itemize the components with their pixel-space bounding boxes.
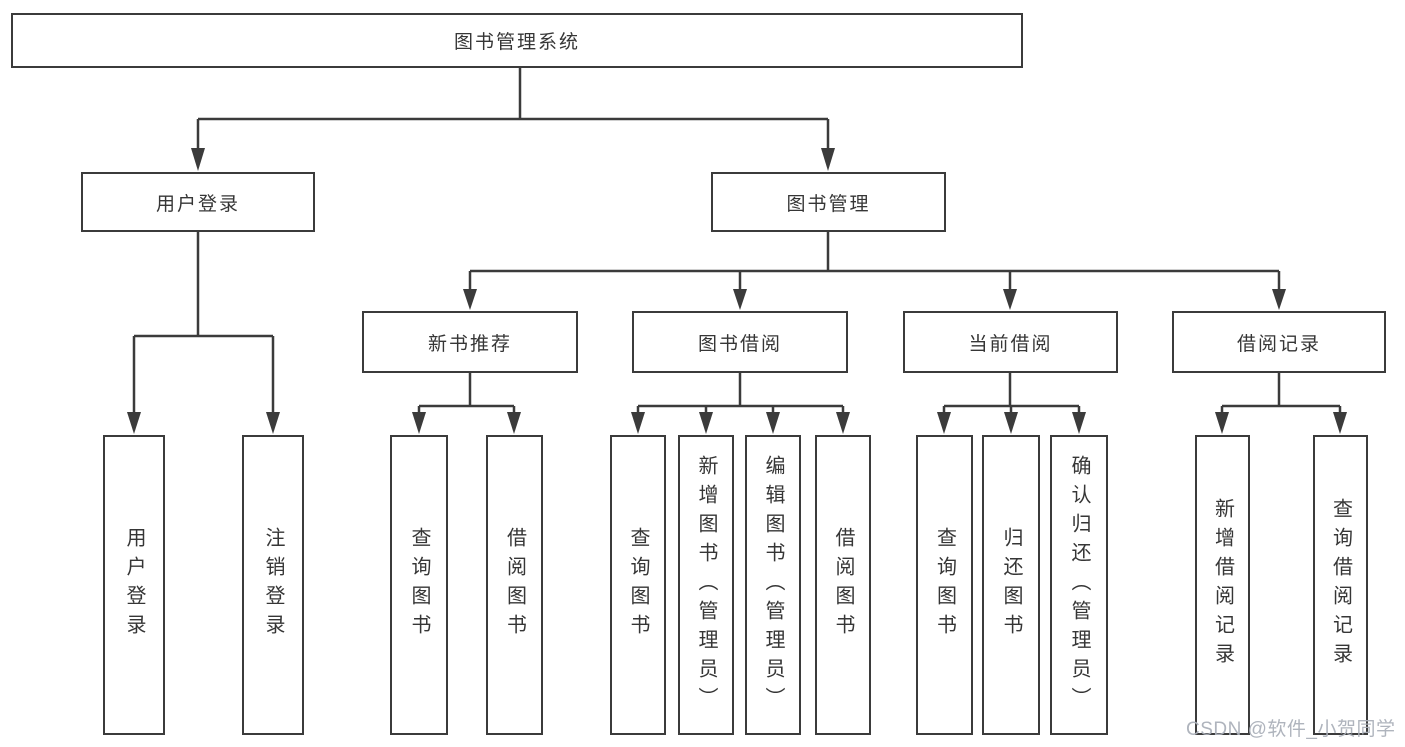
node-root: 图书管理系统 <box>11 13 1023 68</box>
arrowhead-confirm-return <box>1072 412 1086 434</box>
arrowhead-user-login <box>191 148 205 171</box>
arrowhead-return-books <box>1004 412 1018 434</box>
node-borrow-records-label: 借阅记录 <box>1236 333 1321 355</box>
leaf-query-books-1-label: 查询图书 <box>408 527 430 643</box>
arrowhead-query-books-1 <box>412 412 426 434</box>
arrowhead-query-borrow-record <box>1333 412 1347 434</box>
arrowhead-current-borrow <box>1003 289 1017 310</box>
leaf-edit-books-admin: 编辑图书（管理员） <box>745 435 801 735</box>
arrowhead-book-management <box>821 148 835 171</box>
node-new-book-recommend-label: 新书推荐 <box>427 333 512 355</box>
node-user-login: 用户登录 <box>81 172 315 232</box>
leaf-borrow-books-1: 借阅图书 <box>486 435 543 735</box>
leaf-logout-label: 注销登录 <box>262 527 284 643</box>
node-current-borrow: 当前借阅 <box>903 311 1118 373</box>
arrowhead-borrow-books-1 <box>507 412 521 434</box>
leaf-return-books: 归还图书 <box>982 435 1040 735</box>
leaf-query-books-2-label: 查询图书 <box>627 527 649 643</box>
leaf-query-books-2: 查询图书 <box>610 435 666 735</box>
leaf-query-borrow-record: 查询借阅记录 <box>1313 435 1368 735</box>
node-book-management: 图书管理 <box>711 172 946 232</box>
leaf-query-books-3: 查询图书 <box>916 435 973 735</box>
arrowhead-add-books <box>699 412 713 434</box>
arrowhead-leaf-user-login <box>127 412 141 434</box>
leaf-add-books-admin: 新增图书（管理员） <box>678 435 734 735</box>
arrowhead-leaf-logout <box>266 412 280 434</box>
leaf-add-borrow-record: 新增借阅记录 <box>1195 435 1250 735</box>
leaf-edit-books-admin-label: 编辑图书（管理员） <box>762 454 784 716</box>
node-borrow-records: 借阅记录 <box>1172 311 1386 373</box>
leaf-borrow-books-2-label: 借阅图书 <box>832 527 854 643</box>
leaf-query-books-3-label: 查询图书 <box>933 527 956 643</box>
node-current-borrow-label: 当前借阅 <box>968 333 1053 355</box>
arrowhead-borrow-books-2 <box>836 412 850 434</box>
node-book-borrow-label: 图书借阅 <box>697 333 782 355</box>
leaf-confirm-return-admin-label: 确认归还（管理员） <box>1068 454 1090 716</box>
arrowhead-new-book-recommend <box>463 289 477 310</box>
leaf-query-books-1: 查询图书 <box>390 435 448 735</box>
leaf-borrow-books-1-label: 借阅图书 <box>503 527 526 643</box>
watermark: CSDN @软件_小贺同学 <box>1186 719 1396 740</box>
leaf-add-books-admin-label: 新增图书（管理员） <box>695 454 717 716</box>
node-book-management-label: 图书管理 <box>786 193 871 215</box>
leaf-confirm-return-admin: 确认归还（管理员） <box>1050 435 1108 735</box>
leaf-return-books-label: 归还图书 <box>1000 527 1022 643</box>
node-new-book-recommend: 新书推荐 <box>362 311 578 373</box>
leaf-query-borrow-record-label: 查询借阅记录 <box>1329 498 1352 672</box>
leaf-add-borrow-record-label: 新增借阅记录 <box>1211 498 1234 672</box>
arrowhead-book-borrow <box>733 289 747 310</box>
leaf-user-login: 用户登录 <box>103 435 165 735</box>
arrowhead-query-books-3 <box>937 412 951 434</box>
node-book-borrow: 图书借阅 <box>632 311 848 373</box>
arrowhead-query-books-2 <box>631 412 645 434</box>
leaf-logout: 注销登录 <box>242 435 304 735</box>
arrowhead-add-borrow-record <box>1215 412 1229 434</box>
arrowhead-borrow-records <box>1272 289 1286 310</box>
node-root-label: 图书管理系统 <box>453 32 580 53</box>
node-user-login-label: 用户登录 <box>155 193 240 215</box>
leaf-user-login-label: 用户登录 <box>123 527 145 643</box>
arrowhead-edit-books <box>766 412 780 434</box>
leaf-borrow-books-2: 借阅图书 <box>815 435 871 735</box>
